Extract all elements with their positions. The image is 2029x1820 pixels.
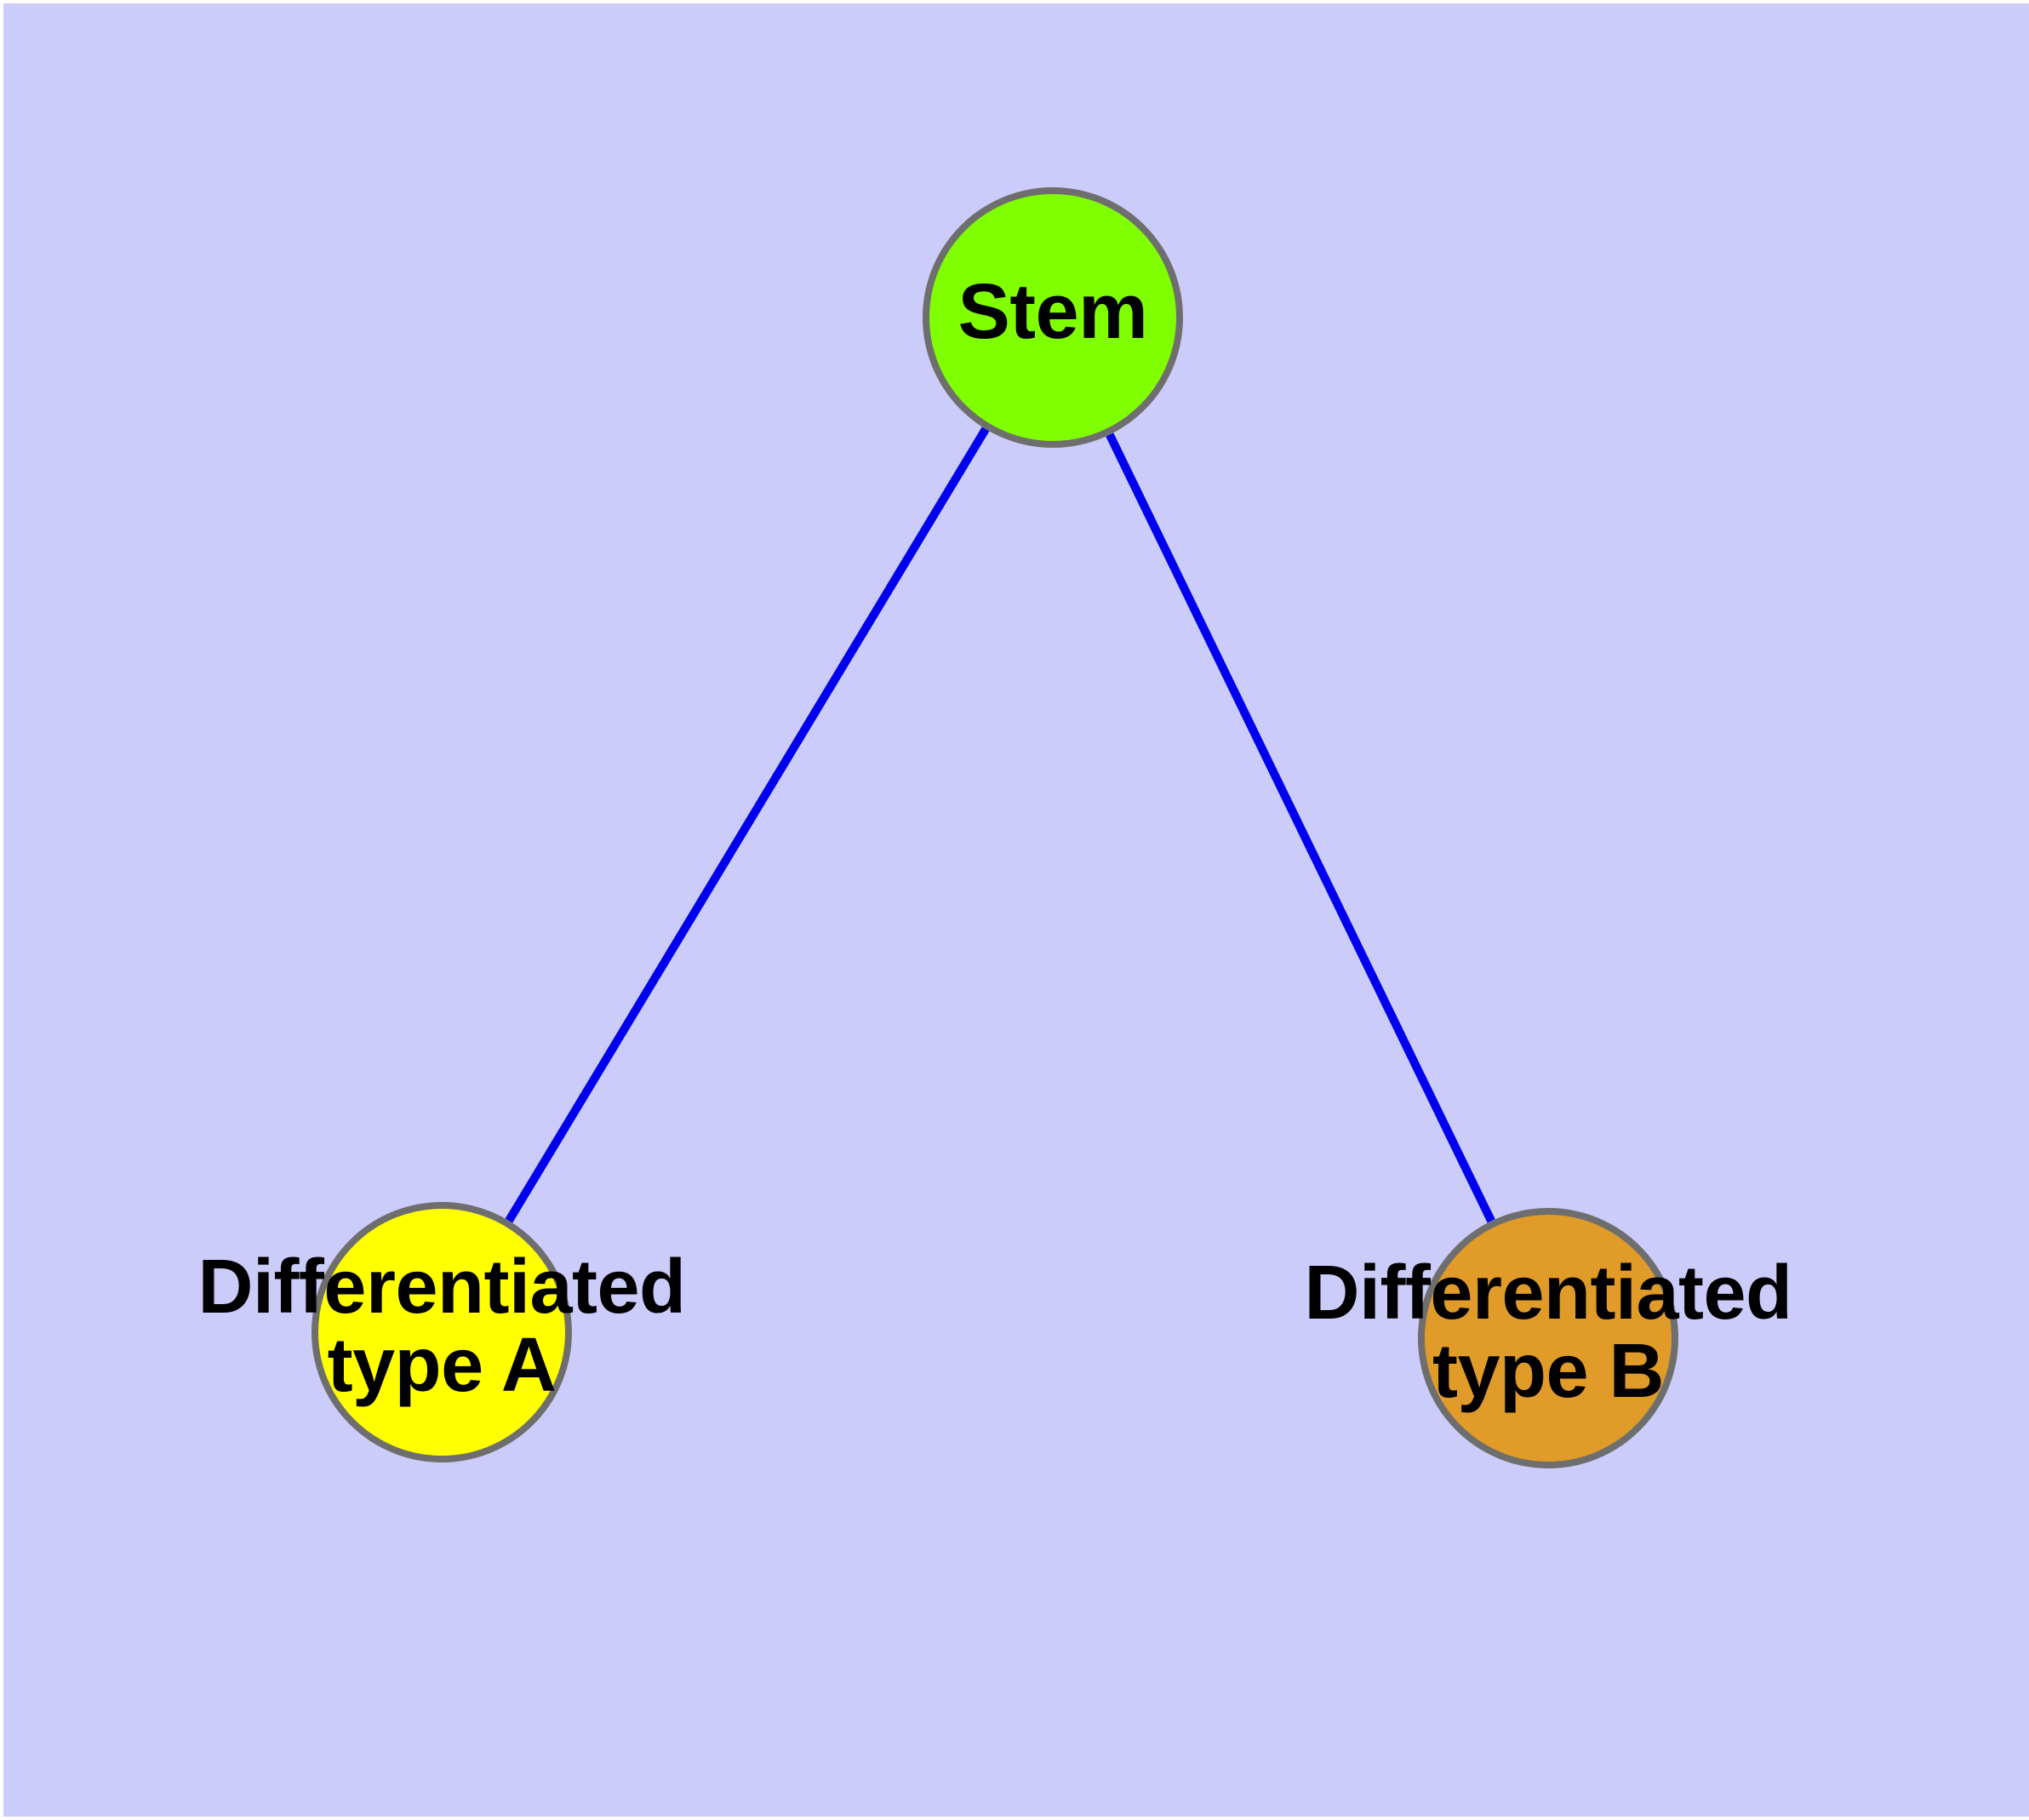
node-differentiated-type-a[interactable] xyxy=(311,1202,572,1462)
node-stem[interactable] xyxy=(923,187,1183,448)
node-differentiated-type-b[interactable] xyxy=(1418,1208,1678,1468)
edge-stem-to-diff-a[interactable] xyxy=(505,426,990,1223)
edge-stem-to-diff-b[interactable] xyxy=(1106,432,1495,1223)
